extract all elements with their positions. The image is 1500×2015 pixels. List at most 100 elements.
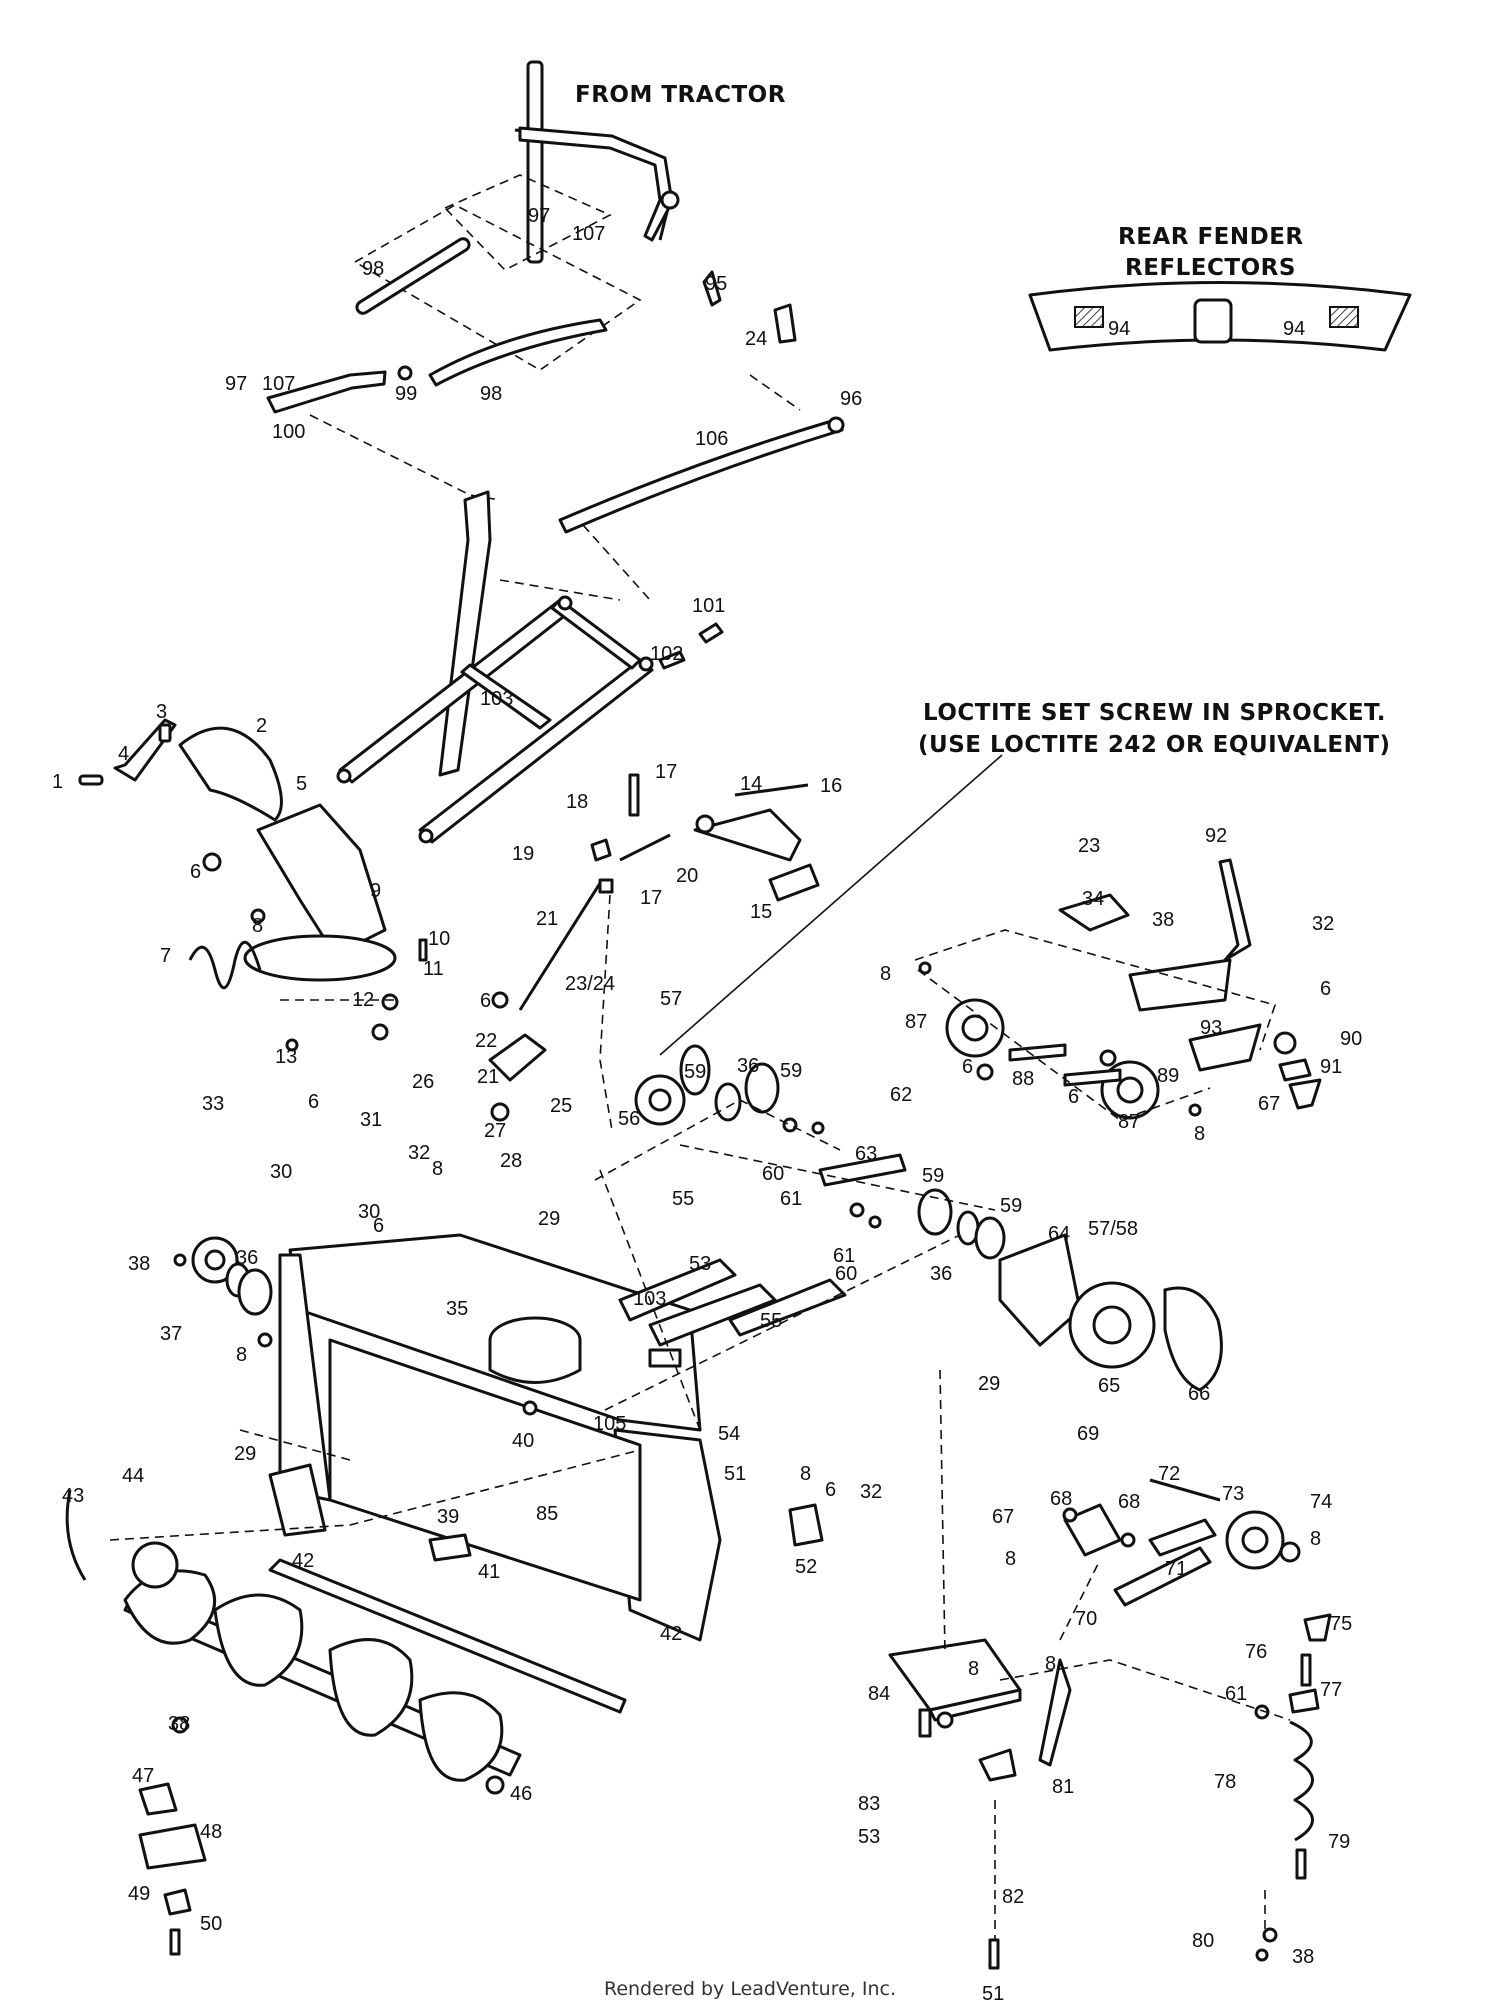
callout-label: 6 — [373, 1215, 384, 1237]
callout-label: 92 — [1205, 825, 1227, 847]
callout-label: 8 — [800, 1463, 811, 1485]
callout-label: 91 — [1320, 1056, 1342, 1078]
callout-label: 103 — [633, 1288, 666, 1310]
loctite-leader-line — [659, 754, 1003, 1056]
callout-label: 29 — [978, 1373, 1000, 1395]
callout-label: 85 — [536, 1503, 558, 1525]
callout-label: 10 — [428, 928, 450, 950]
callout-label: 34 — [1082, 888, 1104, 910]
callout-label: 93 — [1200, 1017, 1222, 1039]
callout-label: 40 — [512, 1430, 534, 1452]
callout-label: 79 — [1328, 1831, 1350, 1853]
callout-label: 9 — [370, 880, 381, 902]
callout-label: 6 — [1068, 1086, 1079, 1108]
callout-label: 6 — [190, 861, 201, 883]
callout-label: 89 — [1157, 1065, 1179, 1087]
callout-label: 6 — [962, 1056, 973, 1078]
callout-label: 62 — [890, 1084, 912, 1106]
callout-label: 97 — [225, 373, 247, 395]
callout-label: 97 — [528, 205, 550, 227]
callout-label: 98 — [480, 383, 502, 405]
callout-label: 59 — [684, 1061, 706, 1083]
callout-label: 1 — [52, 771, 63, 793]
callout-label: 51 — [982, 1983, 1004, 2005]
callout-label: 70 — [1075, 1608, 1097, 1630]
callout-label: 21 — [536, 908, 558, 930]
callout-label: 39 — [437, 1506, 459, 1528]
callout-label: 54 — [718, 1423, 740, 1445]
callout-label: 20 — [676, 865, 698, 887]
callout-label: 26 — [412, 1071, 434, 1093]
callout-label: 30 — [270, 1161, 292, 1183]
callout-label: 90 — [1340, 1028, 1362, 1050]
callout-label: 83 — [858, 1793, 880, 1815]
rear-fender-heading-line1: REAR FENDER — [1118, 224, 1304, 250]
callout-label: 29 — [538, 1208, 560, 1230]
callout-label: 2 — [256, 715, 267, 737]
callout-label: 59 — [780, 1060, 802, 1082]
callout-label: 35 — [446, 1298, 468, 1320]
callout-label: 22 — [475, 1030, 497, 1052]
callout-label: 28 — [500, 1150, 522, 1172]
callout-label: 8 — [236, 1344, 247, 1366]
callout-label: 103 — [480, 688, 513, 710]
callout-label: 27 — [484, 1120, 506, 1142]
callout-label: 21 — [477, 1066, 499, 1088]
callout-label: 8 — [252, 915, 263, 937]
callout-label: 87 — [905, 1011, 927, 1033]
callout-label: 24 — [745, 328, 767, 350]
callout-label: 7 — [160, 945, 171, 967]
callout-label: 88 — [1012, 1068, 1034, 1090]
callout-label: 95 — [705, 273, 727, 295]
callout-label: 36 — [930, 1263, 952, 1285]
callout-label: 31 — [360, 1109, 382, 1131]
callout-label: 32 — [408, 1142, 430, 1164]
callout-label: 15 — [750, 901, 772, 923]
callout-label: 78 — [1214, 1771, 1236, 1793]
callout-label: 107 — [572, 223, 605, 245]
callout-label: 107 — [262, 373, 295, 395]
callout-label: 75 — [1330, 1613, 1352, 1635]
callout-label: 87 — [1118, 1111, 1140, 1133]
callout-label: 36 — [737, 1055, 759, 1077]
callout-label: 8 — [1005, 1548, 1016, 1570]
callout-label: 6 — [480, 990, 491, 1012]
callout-label: 23/24 — [565, 973, 615, 995]
callout-label: 106 — [695, 428, 728, 450]
callout-label: 66 — [1188, 1383, 1210, 1405]
callout-label: 44 — [122, 1465, 144, 1487]
callout-label: 59 — [922, 1165, 944, 1187]
callout-label: 53 — [858, 1826, 880, 1848]
callout-label: 8 — [1045, 1653, 1056, 1675]
callout-label: 38 — [168, 1713, 190, 1735]
callout-label: 29 — [234, 1443, 256, 1465]
callout-label: 68 — [1050, 1488, 1072, 1510]
callout-label: 14 — [740, 773, 762, 795]
callout-label: 46 — [510, 1783, 532, 1805]
callout-label: 37 — [160, 1323, 182, 1345]
callout-label: 8 — [1310, 1528, 1321, 1550]
callout-label: 47 — [132, 1765, 154, 1787]
callout-label: 77 — [1320, 1679, 1342, 1701]
from-tractor-heading: FROM TRACTOR — [575, 82, 786, 108]
engagement-linkage — [888, 1369, 1332, 1970]
callout-label: 51 — [724, 1463, 746, 1485]
callout-label: 71 — [1165, 1558, 1187, 1580]
callout-label: 52 — [795, 1556, 817, 1578]
callout-label: 99 — [395, 383, 417, 405]
rear-fender — [1028, 281, 1412, 352]
callout-label: 69 — [1077, 1423, 1099, 1445]
callout-label: 6 — [1320, 978, 1331, 1000]
callout-label: 43 — [62, 1485, 84, 1507]
callout-label: 23 — [1078, 835, 1100, 857]
callout-label: 8 — [432, 1158, 443, 1180]
idler-pulley-bracket — [914, 858, 1322, 1121]
callout-label: 5 — [296, 773, 307, 795]
callout-label: 12 — [352, 989, 374, 1011]
callout-label: 42 — [660, 1623, 682, 1645]
callout-label: 81 — [1052, 1776, 1074, 1798]
callout-label: 17 — [655, 761, 677, 783]
callout-label: 67 — [992, 1506, 1014, 1528]
callout-label: 105 — [593, 1413, 626, 1435]
